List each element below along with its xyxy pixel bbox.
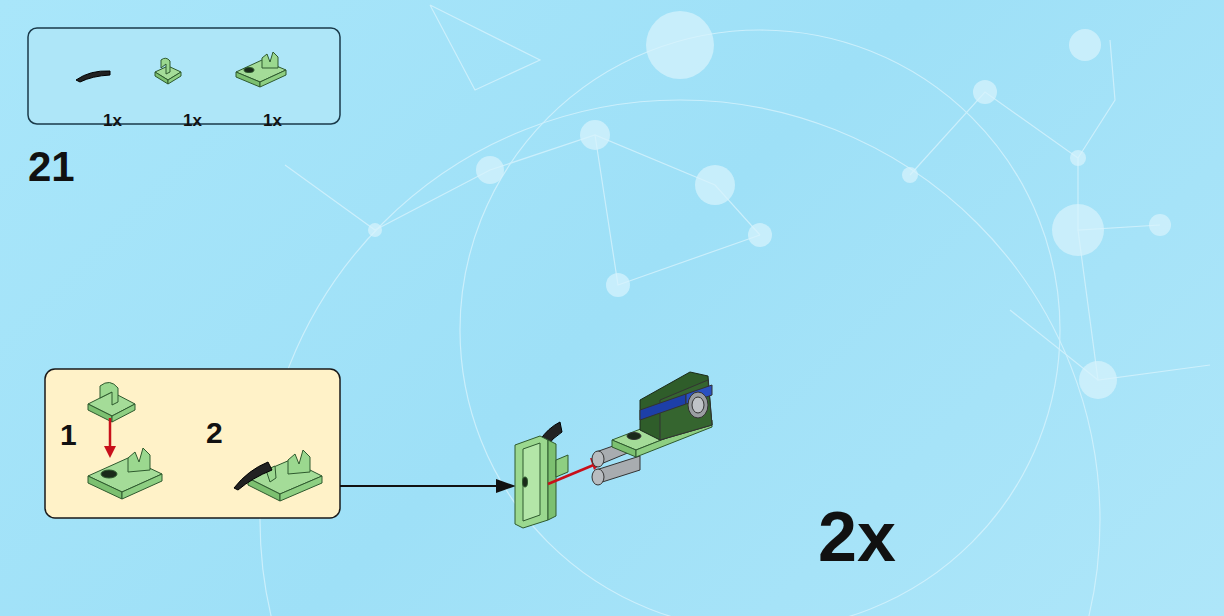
quantity-label: 1x: [263, 111, 282, 131]
step-number: 21: [28, 143, 75, 191]
substep-number: 1: [60, 418, 77, 452]
vertical-plate: [515, 422, 568, 528]
quantity-label: 1x: [183, 111, 202, 131]
quantity-label: 1x: [103, 111, 122, 131]
parts-box: [28, 28, 340, 124]
assembly: [592, 372, 712, 485]
clip-plate: [88, 382, 135, 422]
substep-number: 2: [206, 416, 223, 450]
clip-plate-part: [155, 58, 181, 84]
substep-box: [45, 369, 340, 518]
plate-with-clips: [88, 448, 162, 499]
horn-part: [76, 71, 110, 82]
parts-list-box: 1x1x1x: [28, 28, 340, 124]
plate-with-clips-part: [236, 52, 286, 87]
plate-with-horn: [234, 450, 322, 501]
multiplier-label: 2x: [818, 497, 896, 577]
substep-box: 12: [45, 369, 340, 518]
